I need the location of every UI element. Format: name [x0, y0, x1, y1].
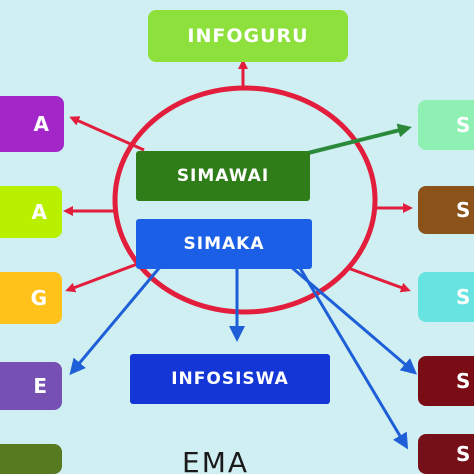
right-box-4: S: [418, 356, 474, 406]
arrow-simaka-to-left-4: [69, 266, 162, 376]
left-box-4: E: [0, 362, 62, 410]
right-box-1: S: [418, 100, 474, 150]
right-box-3-label: S: [456, 285, 472, 309]
right-box-5-label: S: [456, 442, 472, 466]
right-box-1-label: S: [456, 113, 472, 137]
right-box-2-label: S: [456, 198, 472, 222]
arrow-to-left-1: [69, 116, 145, 152]
arrow-simaka-to-right-5: [298, 267, 409, 450]
left-box-2-label: A: [31, 200, 48, 224]
right-box-3: S: [418, 272, 474, 322]
simaka-box: SIMAKA: [136, 219, 312, 269]
infoguru-label: INFOGURU: [187, 25, 309, 47]
right-box-2: S: [418, 186, 474, 234]
infosiswa-box: INFOSISWA: [130, 354, 330, 404]
arrow-to-right-3: [347, 266, 411, 293]
left-box-3-label: G: [30, 286, 48, 310]
simawai-label: SIMAWAI: [176, 166, 270, 186]
right-box-4-label: S: [456, 369, 472, 393]
arrow-simawai-to-right-1: [299, 123, 412, 157]
left-box-1: A: [0, 96, 64, 152]
simaka-label: SIMAKA: [183, 234, 265, 254]
infosiswa-label: INFOSISWA: [171, 369, 289, 389]
left-box-3: G: [0, 272, 62, 324]
left-box-4-label: E: [33, 374, 48, 398]
bottom-title-fragment: EMA: [182, 446, 250, 474]
infoguru-box: INFOGURU: [148, 10, 348, 62]
right-box-5: S: [418, 434, 474, 474]
arrow-to-left-3: [65, 261, 141, 293]
simawai-box: SIMAWAI: [136, 151, 310, 201]
left-box-2: A: [0, 186, 62, 238]
left-box-1-label: A: [33, 112, 50, 136]
central-ring: [112, 85, 378, 315]
left-box-5: [0, 444, 62, 474]
